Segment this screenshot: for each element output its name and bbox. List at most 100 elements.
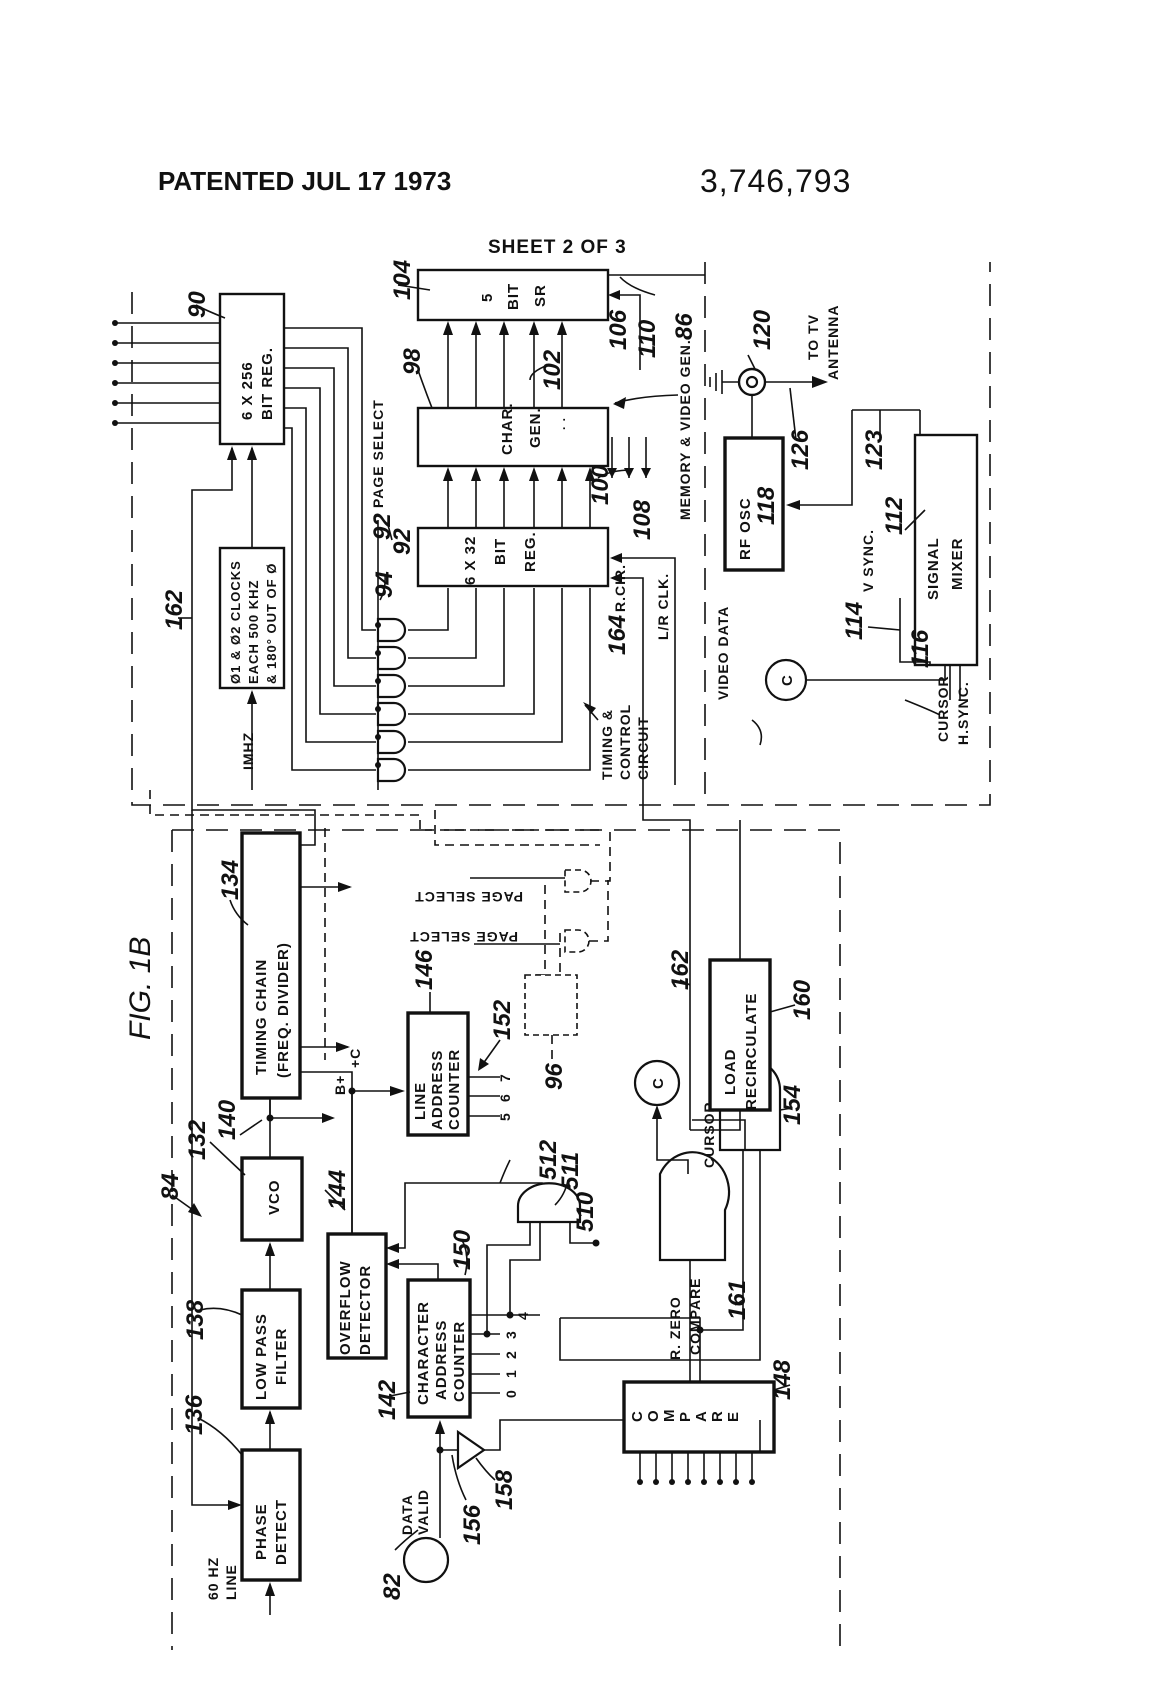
- sheet-number: SHEET 2 OF 3: [488, 237, 627, 258]
- svg-text:C: C: [779, 674, 796, 686]
- svg-text:6 X 32: 6 X 32: [462, 536, 479, 585]
- ref-114: 114: [841, 602, 868, 640]
- coax-connector-120: [709, 367, 828, 438]
- r-cir-label: R.CIR.: [612, 564, 628, 612]
- svg-text:MIXER: MIXER: [949, 537, 966, 590]
- ref-164: 164: [604, 615, 631, 655]
- svg-text:TIMING CHAIN: TIMING CHAIN: [253, 959, 270, 1075]
- timing-chain-freq-divider: TIMING CHAIN (FREQ. DIVIDER): [240, 831, 302, 1100]
- memory-video-gen-frame: [131, 262, 991, 806]
- ref-132: 132: [184, 1119, 211, 1160]
- compare-input-dot: [637, 1479, 643, 1485]
- arrow-head: [529, 467, 539, 481]
- ref-112: 112: [881, 496, 908, 535]
- character-address-counter: CHARACTER ADDRESS COUNTER: [406, 1278, 472, 1419]
- ref-150: 150: [449, 1229, 476, 1270]
- svg-text:2: 2: [503, 1350, 519, 1359]
- svg-text:BIT REG.: BIT REG.: [259, 347, 276, 420]
- svg-text:1: 1: [503, 1369, 519, 1378]
- ref-510: 510: [572, 1191, 599, 1232]
- ref-160: 160: [789, 979, 816, 1020]
- arrow-head: [499, 321, 509, 335]
- cursor-label-bottom: CURSOR: [701, 1101, 717, 1168]
- timing-control-label-2: CONTROL: [617, 704, 633, 780]
- ref-102: 102: [539, 349, 566, 390]
- ref-86: 86: [671, 313, 698, 340]
- page-select-inverted-2: PAGE SELECT: [409, 929, 518, 945]
- sr-clock-wire-106: [612, 294, 641, 370]
- lr-clk-label: L/R CLK.: [655, 573, 671, 640]
- arrow-head: [557, 467, 567, 481]
- memory-video-gen-label: MEMORY & VIDEO GEN.: [677, 339, 693, 520]
- patented-date: PATENTED JUL 17 1973: [158, 166, 451, 196]
- arrow-head: [529, 321, 539, 335]
- compare-input-dot: [749, 1479, 755, 1485]
- compare-letter: O: [645, 1409, 662, 1422]
- svg-text:SR: SR: [532, 284, 549, 307]
- low-pass-filter: LOW PASS FILTER: [240, 1288, 302, 1410]
- arrow-head: [557, 321, 567, 335]
- ref-140: 140: [214, 1099, 241, 1140]
- svg-text:LOAD: LOAD: [722, 1049, 739, 1096]
- data-valid-label-2: VALID: [415, 1489, 431, 1535]
- ref-161: 161: [724, 1280, 751, 1320]
- arrow-head: [471, 321, 481, 335]
- page-select-gates-dashed: [535, 830, 611, 976]
- c-plus-label: +C: [347, 1048, 363, 1068]
- compare-letter: R: [709, 1410, 726, 1422]
- shift-register-5bit: 5 BIT SR: [416, 268, 610, 322]
- junction-dot: [375, 706, 381, 712]
- junction-dot: [375, 734, 381, 740]
- ref-158: 158: [491, 1469, 518, 1510]
- svg-text:4: 4: [515, 1311, 531, 1320]
- svg-text:LOW PASS: LOW PASS: [253, 1313, 270, 1400]
- connector-c-bottom: C: [633, 1059, 681, 1107]
- ref-82: 82: [379, 1573, 406, 1600]
- ref-142: 142: [374, 1379, 401, 1420]
- compare-input-dot: [717, 1479, 723, 1485]
- ref-118: 118: [753, 486, 780, 525]
- b-plus-label: B+: [332, 1075, 348, 1095]
- data-valid-label-1: DATA: [399, 1494, 415, 1535]
- ref-123: 123: [861, 429, 888, 470]
- compare-letter: M: [661, 1409, 678, 1423]
- page-select-inverted-1: PAGE SELECT: [414, 889, 523, 905]
- svg-text:LINE: LINE: [412, 1082, 429, 1120]
- svg-text:OVERFLOW: OVERFLOW: [337, 1260, 354, 1355]
- compare-label: COMPARE: [687, 1277, 703, 1355]
- compare-letter: E: [725, 1411, 742, 1422]
- rf-oscillator: RF OSC 118: [723, 436, 785, 572]
- ref-110: 110: [634, 319, 661, 358]
- and-gate: [376, 673, 407, 699]
- overflow-detector: OVERFLOW DETECTOR: [326, 1232, 388, 1360]
- cursor-label-top: CURSOR: [935, 675, 951, 742]
- ref-100: 100: [587, 464, 614, 505]
- svg-text:RF OSC: RF OSC: [737, 497, 754, 560]
- ref-512: 512: [535, 1139, 562, 1180]
- ref-162-top: 162: [161, 589, 188, 630]
- svg-text:DETECT: DETECT: [273, 1499, 290, 1565]
- chargen-inputs-100: [607, 437, 651, 478]
- and-gate: [376, 617, 407, 643]
- and-gate: [376, 757, 407, 783]
- compare-inputs: [637, 1452, 755, 1485]
- clock-generator: Ø1 & Ø2 CLOCKS EACH 500 KHZ & 180° OUT O…: [218, 546, 286, 690]
- antenna-label: ANTENNA: [825, 305, 841, 380]
- ref-96: 96: [541, 1063, 568, 1090]
- video-data-label: VIDEO DATA: [715, 606, 731, 700]
- load-recirculate: LOAD RECIRCULATE: [708, 958, 772, 1112]
- svg-text:COUNTER: COUNTER: [446, 1049, 463, 1130]
- line-label: LINE: [223, 1564, 239, 1600]
- junction-dot: [375, 650, 381, 656]
- lr-clk-wire-108: [612, 557, 676, 785]
- patent-number: 3,746,793: [700, 163, 851, 199]
- ref-98: 98: [399, 348, 426, 375]
- arrow-head: [471, 467, 481, 481]
- svg-text:5: 5: [497, 1112, 513, 1121]
- ref-84: 84: [157, 1173, 184, 1200]
- ref-152: 152: [489, 999, 516, 1040]
- arrow-head: [443, 467, 453, 481]
- signal-mixer: SIGNAL MIXER: [913, 433, 979, 667]
